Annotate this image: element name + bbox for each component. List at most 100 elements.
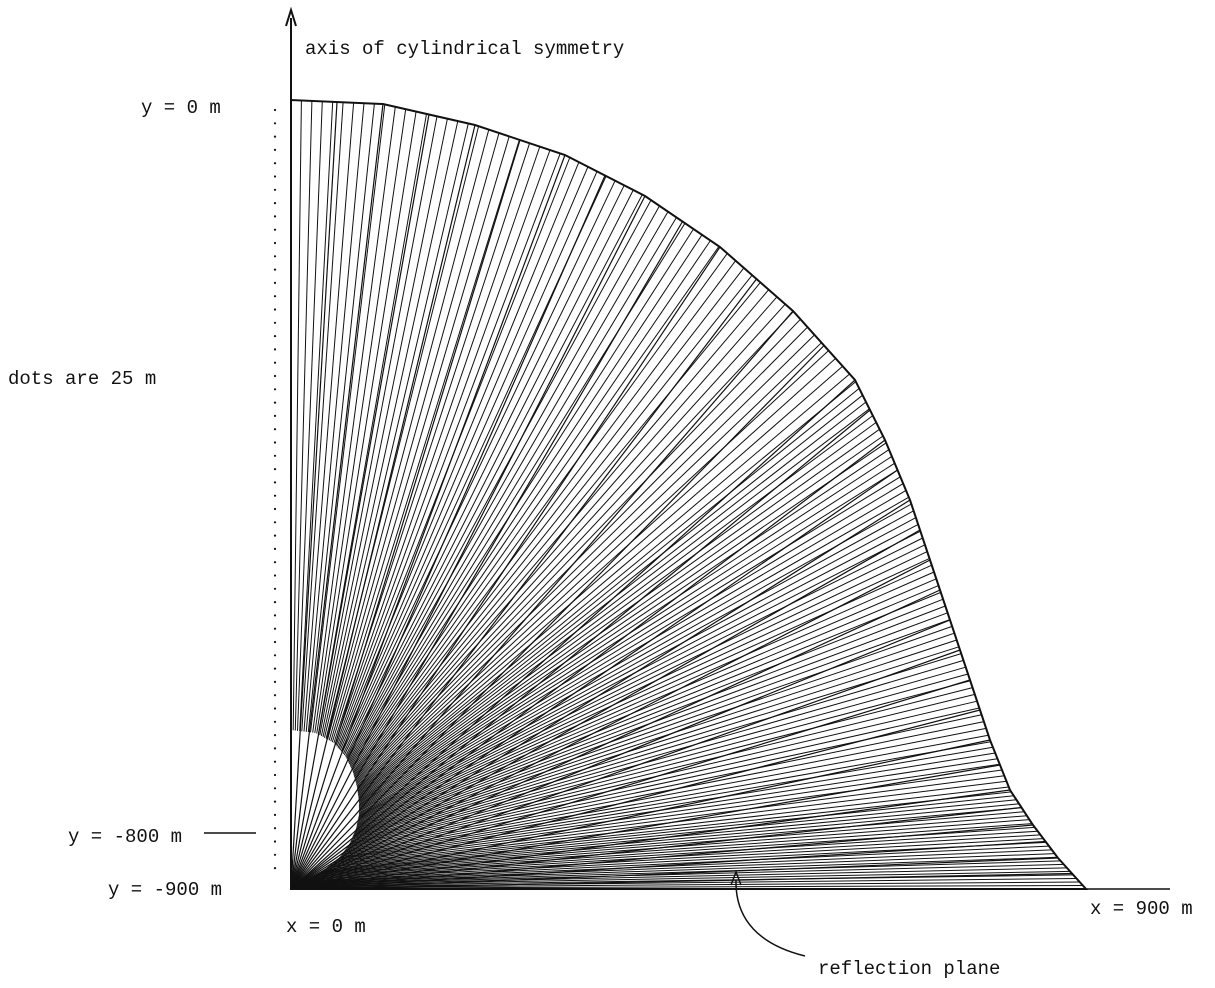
mesh-spoke (290, 139, 521, 890)
mesh-spoke (290, 175, 606, 890)
scale-dot (273, 800, 277, 803)
mesh-line (292, 100, 302, 731)
mesh-spoke (290, 739, 991, 890)
mesh-line (348, 673, 969, 845)
mesh-line (306, 845, 1050, 882)
mesh-spoke (290, 619, 951, 890)
y-bottom-label: y = -900 m (108, 879, 223, 901)
scale-dot (273, 707, 277, 710)
scale-dot (273, 281, 277, 284)
scale-dot (273, 335, 277, 338)
scale-dot (273, 627, 277, 630)
scale-dot (273, 268, 277, 271)
mesh-outer-boundary (290, 98, 1089, 890)
mesh-line (356, 578, 937, 828)
mesh-spoke (290, 278, 757, 890)
mesh-line (303, 102, 355, 732)
mesh-line (347, 211, 669, 762)
mesh-line (342, 721, 985, 854)
mesh-line (351, 253, 728, 771)
mesh-line (314, 109, 407, 733)
mesh-line (358, 469, 898, 809)
mesh-line (322, 807, 1022, 872)
mesh-line (346, 199, 652, 760)
mesh-line (358, 476, 901, 810)
mesh-spoke (290, 101, 338, 890)
scale-dot (273, 321, 277, 324)
scale-dot (273, 215, 277, 218)
mesh-line (357, 373, 850, 792)
mesh-line (346, 205, 660, 761)
mesh-spoke (290, 649, 961, 890)
scale-dot (273, 202, 277, 205)
mesh-line (338, 161, 580, 750)
scale-dot (273, 547, 277, 551)
mesh-line (340, 171, 598, 752)
scale-dot (273, 374, 277, 378)
mesh-line (349, 666, 966, 844)
dots-scale-label: dots are 25 m (8, 368, 157, 390)
mesh-line (299, 101, 334, 732)
mesh-line (351, 646, 960, 840)
mesh-spoke (290, 857, 1059, 890)
scale-dot (273, 241, 277, 245)
mesh-spoke (290, 310, 794, 890)
mesh-line (305, 849, 1052, 882)
x-right-label: x = 900 m (1090, 898, 1193, 920)
scale-dot (273, 175, 277, 178)
mesh-line (358, 435, 884, 803)
mesh-line (350, 659, 964, 843)
mesh-line (352, 632, 955, 838)
mesh-line (352, 625, 953, 837)
mesh-line (354, 605, 946, 833)
scale-dot (273, 747, 277, 750)
mesh-line (355, 585, 939, 830)
scale-dot (273, 108, 277, 112)
scale-dot (273, 694, 277, 697)
scale-dot (273, 401, 277, 404)
scale-dot (273, 308, 277, 311)
mesh-line (343, 185, 625, 756)
scale-dot (273, 680, 277, 684)
mesh-line (320, 811, 1025, 873)
scale-dot (273, 614, 277, 617)
scale-dot (273, 188, 277, 191)
mesh-line (350, 240, 711, 769)
mesh-line (296, 874, 1074, 887)
mesh-line (340, 741, 991, 857)
mesh-line (302, 856, 1058, 884)
mesh-line (320, 118, 448, 737)
mesh-line (328, 791, 1012, 868)
mesh-line (301, 102, 344, 732)
mesh-line (358, 442, 887, 804)
mesh-line (344, 707, 980, 851)
scale-dot (273, 561, 277, 564)
mesh-line (352, 260, 737, 773)
mesh-line (355, 326, 808, 784)
mesh-line (316, 111, 417, 734)
mesh-line (294, 100, 313, 731)
axis-label: axis of cylindrical symmetry (305, 38, 625, 60)
mesh-line (309, 838, 1044, 880)
mesh-spoke (290, 824, 1034, 890)
mesh-line (354, 296, 778, 779)
mesh-spoke (290, 789, 1011, 890)
mesh-spoke (290, 154, 566, 890)
mesh-line (344, 189, 634, 757)
scale-dot (273, 414, 277, 417)
mesh-spoke (290, 379, 856, 890)
mesh-line (357, 394, 863, 796)
mesh-line (330, 136, 510, 742)
y-800-label: y = -800 m (68, 826, 183, 848)
reflection-plane-arrowhead (730, 869, 742, 886)
mesh-line (358, 517, 917, 817)
scale-dot (273, 813, 277, 817)
mesh-line (329, 786, 1009, 867)
mesh-line (342, 727, 987, 855)
mesh-line (345, 194, 643, 758)
reflection-plane-pointer (735, 879, 806, 957)
mesh-line (317, 113, 427, 735)
scale-dot (273, 587, 277, 590)
scale-dot (273, 534, 277, 537)
mesh-line (334, 146, 541, 745)
